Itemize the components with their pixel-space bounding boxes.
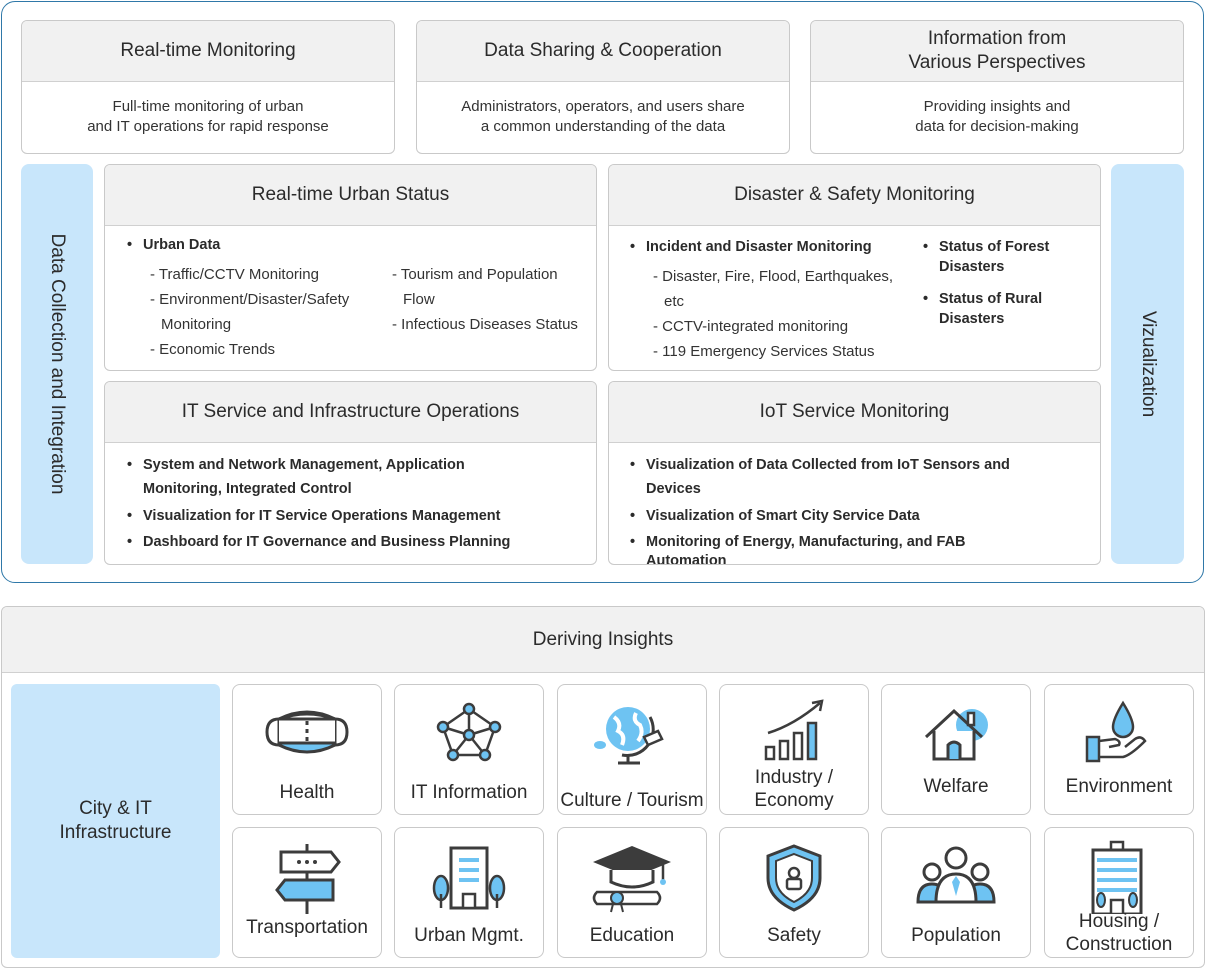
- box-data-sharing: Data Sharing & Cooperation Administrator…: [416, 20, 790, 154]
- tile-label: Population: [911, 924, 1001, 946]
- tile-health: Health: [232, 684, 382, 815]
- bullet-item: Visualization of Smart City Service Data: [628, 507, 1048, 527]
- visualization-label: Vizualization: [1137, 310, 1159, 418]
- city-label-line: Infrastructure: [59, 822, 172, 843]
- box-desc-line: a common understanding of the data: [480, 118, 726, 136]
- sub-item: - Environment/Disaster/Safety Monitoring: [150, 291, 350, 333]
- tile-label: Industry / Economy: [754, 766, 834, 811]
- tile-welfare: Welfare: [881, 684, 1031, 815]
- box-various-perspectives: Information from Various Perspectives Pr…: [810, 20, 1184, 154]
- growth-chart-icon: [764, 699, 824, 761]
- box-it-service: IT Service and Infrastructure Operations…: [104, 381, 597, 565]
- sub-item: - Economic Trends: [150, 341, 276, 358]
- box-title: Real-time Monitoring: [22, 21, 394, 82]
- people-icon: [916, 846, 996, 904]
- box-disaster-safety: Disaster & Safety Monitoring Incident an…: [608, 164, 1101, 371]
- insights-title: Deriving Insights: [2, 607, 1204, 673]
- bullet-item: Dashboard for IT Governance and Business…: [125, 533, 525, 553]
- signpost-icon: [275, 844, 341, 914]
- tile-environment: Environment: [1044, 684, 1194, 815]
- box-title: IT Service and Infrastructure Operations: [105, 382, 596, 443]
- tile-label: Culture / Tourism: [560, 789, 704, 811]
- hand-water-icon: [1085, 700, 1147, 763]
- box-desc-line: Administrators, operators, and users sha…: [461, 98, 745, 115]
- apartment-icon: [1091, 840, 1143, 914]
- building-trees-icon: [432, 846, 506, 910]
- box-desc-line: and IT operations for rapid response: [87, 118, 329, 136]
- tile-population: Population: [881, 827, 1031, 958]
- box-urban-status: Real-time Urban Status Urban Data - Traf…: [104, 164, 597, 371]
- box-realtime-monitoring: Real-time Monitoring Full-time monitorin…: [21, 20, 395, 154]
- bullet-item: System and Network Management, Applicati…: [125, 453, 525, 501]
- box-desc-line: Providing insights and: [923, 98, 1071, 115]
- visualization-bar: Vizualization: [1111, 164, 1184, 564]
- sub-item: - Traffic/CCTV Monitoring: [150, 266, 319, 283]
- bullet-rural: Status of Rural Disasters: [921, 290, 1091, 329]
- sub-item: - CCTV-integrated monitoring: [653, 318, 849, 335]
- sub-item: - Disaster, Fire, Flood, Earthquakes, et…: [653, 268, 894, 310]
- data-collection-label: Data Collection and Integration: [47, 233, 68, 495]
- tile-label: Environment: [1065, 775, 1173, 797]
- tile-label: Welfare: [923, 775, 989, 797]
- box-title: Real-time Urban Status: [105, 165, 596, 226]
- mask-icon: [265, 710, 349, 754]
- bullet-urban-data: Urban Data: [125, 236, 220, 256]
- graduation-icon: [592, 846, 671, 913]
- shield-icon: [766, 844, 822, 912]
- box-desc-line: data for decision-making: [915, 118, 1079, 136]
- tile-label: IT Information: [410, 781, 528, 803]
- sub-item: - Infectious Diseases Status: [392, 316, 578, 333]
- box-title-line: Information from: [927, 28, 1067, 50]
- bullet-item: Visualization of Data Collected from IoT…: [628, 453, 1048, 501]
- box-desc-line: Full-time monitoring of urban: [112, 98, 304, 115]
- bullet-incident: Incident and Disaster Monitoring: [628, 238, 872, 258]
- data-collection-bar: Data Collection and Integration: [21, 164, 93, 564]
- tile-housing-construction: Housing / Construction: [1044, 827, 1194, 958]
- network-icon: [436, 702, 502, 762]
- box-title: IoT Service Monitoring: [609, 382, 1100, 443]
- box-title: Data Sharing & Cooperation: [417, 21, 789, 82]
- box-title: Information from Various Perspectives: [811, 21, 1183, 82]
- tile-label: Safety: [767, 924, 821, 946]
- tile-safety: Safety: [719, 827, 869, 958]
- platform-frame: [1, 1, 1204, 583]
- house-icon: [924, 708, 988, 761]
- box-title: Disaster & Safety Monitoring: [609, 165, 1100, 226]
- tile-label: Urban Mgmt.: [414, 924, 524, 946]
- sub-item: - 119 Emergency Services Status: [653, 343, 875, 360]
- tile-education: Education: [557, 827, 707, 958]
- city-label-line: City & IT: [79, 798, 152, 820]
- tile-it-information: IT Information: [394, 684, 544, 815]
- tile-label: Transportation: [246, 916, 368, 938]
- sub-item: - Tourism and Population Flow: [392, 266, 558, 308]
- tile-culture-tourism: Culture / Tourism: [557, 684, 707, 815]
- tile-label: Education: [589, 924, 675, 946]
- box-title-line: Various Perspectives: [908, 52, 1086, 73]
- bullet-forest: Status of Forest Disasters: [921, 238, 1091, 277]
- city-infrastructure: City & IT Infrastructure: [11, 684, 220, 958]
- tile-urban-mgmt: Urban Mgmt.: [394, 827, 544, 958]
- tile-label: Health: [279, 781, 335, 803]
- box-iot: IoT Service Monitoring Visualization of …: [608, 381, 1101, 565]
- tile-industry-economy: Industry / Economy: [719, 684, 869, 815]
- bullet-item: Visualization for IT Service Operations …: [125, 507, 525, 527]
- tile-label: Housing / Construction: [1065, 910, 1173, 955]
- bullet-item: Monitoring of Energy, Manufacturing, and…: [628, 533, 1048, 564]
- globe-icon: [594, 707, 664, 765]
- tile-transportation: Transportation: [232, 827, 382, 958]
